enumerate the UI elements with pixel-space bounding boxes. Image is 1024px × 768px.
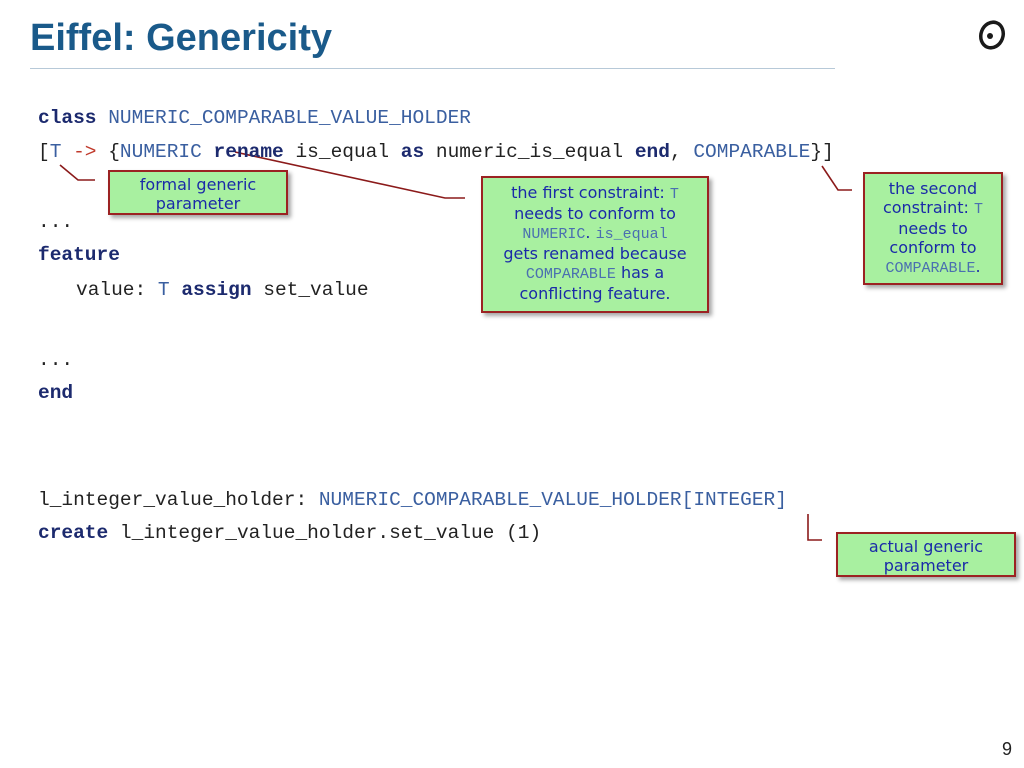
code-line-declaration: l_integer_value_holder: NUMERIC_COMPARAB…: [38, 488, 787, 512]
type-t: T: [157, 279, 170, 301]
keyword-assign: assign: [181, 279, 252, 301]
callout-text: conform to: [889, 238, 977, 257]
callout-text: .: [975, 257, 981, 276]
keyword-end: end: [634, 141, 670, 163]
callout-code: COMPARABLE: [525, 266, 616, 283]
type-comparable: COMPARABLE: [693, 141, 811, 163]
bracket-close: }]: [810, 141, 834, 163]
callout-code: COMPARABLE: [885, 260, 976, 277]
callout-text: conflicting feature.: [519, 284, 671, 303]
title-divider: [30, 68, 835, 69]
callout-code: T: [974, 201, 984, 218]
attr-value: value:: [76, 279, 147, 301]
callout-second-constraint: the second constraint: T needs to confor…: [863, 172, 1003, 285]
callout-code: T: [669, 186, 679, 203]
type-numeric: NUMERIC: [119, 141, 202, 163]
callout-formal-generic-parameter: formal generic parameter: [108, 170, 288, 215]
class-name: NUMERIC_COMPARABLE_VALUE_HOLDER: [108, 107, 471, 129]
comma: ,: [669, 141, 682, 163]
brace-open: {: [108, 141, 120, 163]
callout-text: the second: [888, 179, 978, 198]
code-line-value: value: T assign set_value: [76, 278, 369, 302]
create-call: l_integer_value_holder.set_value (1): [119, 522, 542, 544]
page-number: 9: [1001, 739, 1012, 759]
generic-param-t: T: [49, 141, 62, 163]
eiffel-logo-icon: [978, 20, 1006, 50]
constraint-arrow: ->: [73, 141, 97, 163]
callout-text: .: [585, 223, 596, 242]
feature-is-equal: is_equal: [295, 141, 390, 163]
callout-text: the first constraint:: [511, 183, 670, 202]
callout-text: constraint:: [882, 198, 975, 217]
callout-code: is_equal: [595, 226, 668, 243]
bracket-open: [: [38, 141, 50, 163]
keyword-end-class: end: [38, 382, 74, 404]
declared-type: NUMERIC_COMPARABLE_VALUE_HOLDER[INTEGER]: [318, 489, 787, 511]
code-line-generic: [T -> {NUMERIC rename is_equal as numeri…: [38, 140, 834, 164]
callout-first-constraint: the first constraint: T needs to conform…: [481, 176, 709, 313]
setter-name: set_value: [263, 279, 369, 301]
callout-text: gets renamed because: [503, 244, 687, 263]
callout-text: has a: [615, 263, 665, 282]
code-line-class: class NUMERIC_COMPARABLE_VALUE_HOLDER: [38, 106, 471, 130]
code-ellipsis-1: ...: [38, 211, 74, 233]
callout-text: needs to: [898, 219, 968, 238]
keyword-feature: feature: [38, 244, 120, 266]
feature-numeric-is-equal: numeric_is_equal: [435, 141, 624, 163]
keyword-rename: rename: [213, 141, 284, 163]
callout-text: needs to conform to: [514, 204, 676, 223]
keyword-create: create: [38, 522, 109, 544]
keyword-class: class: [38, 107, 97, 129]
variable-name: l_integer_value_holder:: [38, 489, 308, 511]
keyword-as: as: [400, 141, 425, 163]
slide-title: Eiffel: Genericity: [30, 17, 332, 59]
callout-code: NUMERIC: [522, 226, 586, 243]
code-ellipsis-2: ...: [38, 349, 74, 371]
callout-actual-generic-parameter: actual generic parameter: [836, 532, 1016, 577]
code-line-create: create l_integer_value_holder.set_value …: [38, 521, 541, 545]
